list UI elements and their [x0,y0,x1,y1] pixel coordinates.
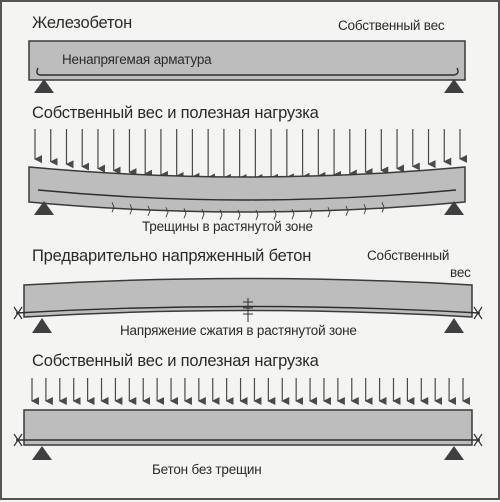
crack [201,208,205,220]
crack [381,202,385,213]
rebar-2 [37,189,457,201]
anchor-left-4 [13,433,23,447]
cracks-2 [111,202,385,221]
support-right-1 [444,79,464,93]
panel-3-compression-label: Напряжение сжатия в растянутой зоне [120,323,357,338]
support-left-1 [34,79,54,93]
panel-4-title: Собственный вес и полезная нагрузка [32,352,319,370]
beam-2 [28,166,466,213]
panel-3-title: Предварительно напряженный бетон [32,247,312,265]
support-right-3 [444,318,464,333]
crack [129,204,133,215]
anchor-right-3 [473,306,483,320]
support-left-4 [32,446,52,460]
panel-2-title: Собственный вес и полезная нагрузка [32,104,319,122]
panel-4-uncracked-label: Бетон без трещин [152,462,262,477]
crack [273,209,277,220]
load-arrows-2 [34,129,467,182]
panel-1-reinforced-concrete [28,40,466,93]
beam-1 [28,40,466,81]
panel-2-loaded-cracked [28,129,467,221]
rebar-1 [36,67,459,76]
crack [255,209,259,221]
anchor-right-4 [473,433,483,447]
crack [165,207,169,218]
support-left-3 [32,318,52,333]
crack [237,209,241,221]
panel-1-rebar-label: Ненапрягемая арматура [62,52,212,67]
panel-3-prestressed [13,277,483,333]
panel-4-prestressed-loaded [13,378,483,460]
support-left-2 [34,201,54,215]
panel-1-self-weight-label: Собственный вес [338,18,445,33]
crack [219,209,223,220]
panel-3-self-weight-label-line2: вес [450,265,471,280]
panel-1-title: Железобетон [32,14,133,32]
crack [111,202,115,213]
crack [183,208,187,219]
crack [327,207,331,218]
stress-mark-3 [243,298,253,322]
crack [147,205,151,217]
anchor-left-3 [13,306,23,320]
support-right-2 [444,201,464,215]
crack [291,208,295,220]
beam-4 [23,409,473,446]
support-right-4 [444,446,464,460]
panel-2-cracks-label: Трещины в растянутой зоне [142,219,313,234]
crack [309,208,313,219]
load-arrows-4 [31,378,470,405]
panel-3-self-weight-label-line1: Собственный [367,248,450,263]
crack [345,205,349,217]
crack [363,204,367,215]
